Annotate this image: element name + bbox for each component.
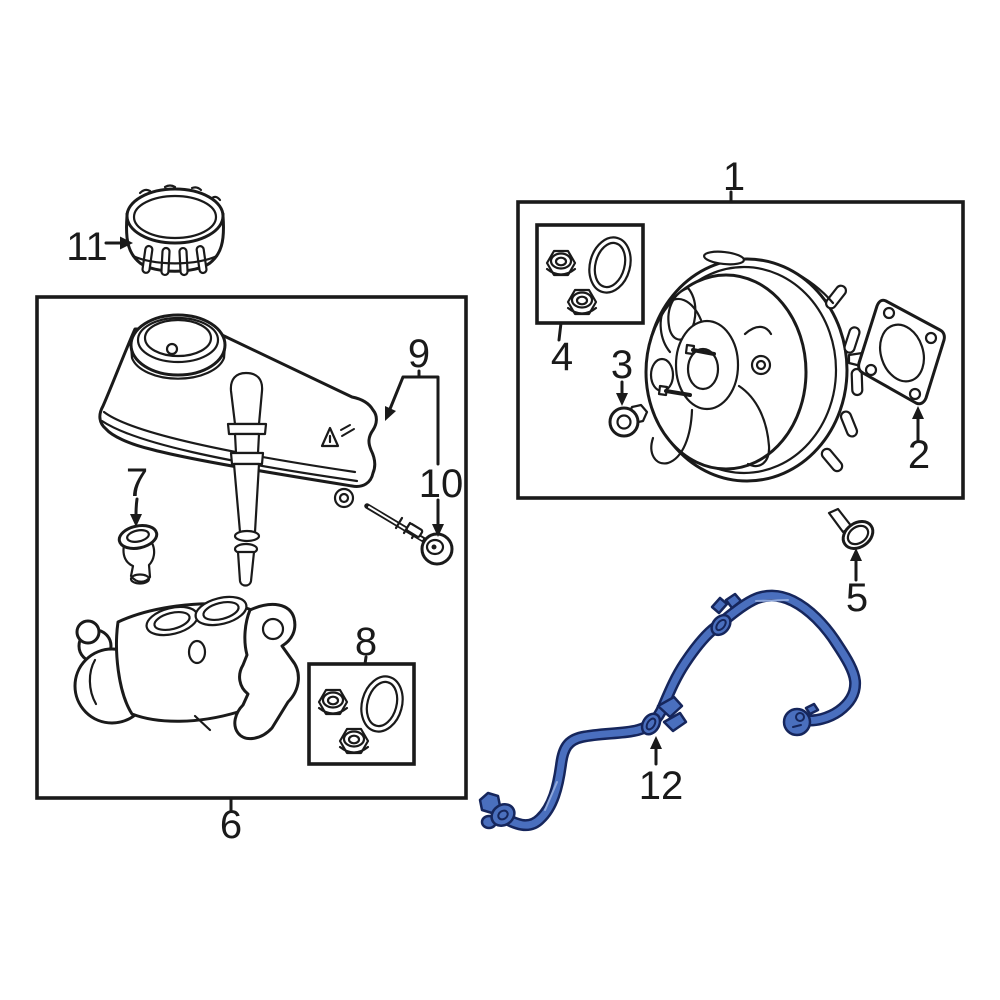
fluid-reservoir-drawing xyxy=(98,313,378,509)
callout-8-label: 8 xyxy=(355,620,377,664)
reservoir-supply-tube-drawing xyxy=(232,462,261,587)
callout-2-arrow xyxy=(912,406,924,442)
callout-3-arrow xyxy=(616,380,628,406)
vacuum-hose-drawing xyxy=(478,589,862,832)
callout-7-arrow xyxy=(130,497,142,527)
callout-3-label: 3 xyxy=(611,343,633,387)
callout-5-label: 5 xyxy=(846,576,868,620)
callout-9-label: 9 xyxy=(408,332,430,376)
callout-7-label: 7 xyxy=(126,461,148,505)
hose-upper-clamp xyxy=(710,592,743,637)
mounting-kit-drawing-4 xyxy=(545,231,638,316)
callout-12-arrow xyxy=(650,736,662,766)
callout-1-label: 1 xyxy=(723,155,745,199)
booster-group-box xyxy=(516,200,965,500)
hose-grommet xyxy=(782,702,820,737)
callout-6-label: 6 xyxy=(220,803,242,847)
booster-gasket-drawing xyxy=(857,298,946,406)
mounting-kit-box-4 xyxy=(535,223,645,325)
callout-5-arrow xyxy=(850,548,862,582)
callout-2-label: 2 xyxy=(908,433,930,477)
master-cylinder-drawing xyxy=(73,595,300,741)
hose-middle-clamp xyxy=(640,695,688,736)
callout-11-label: 11 xyxy=(66,225,108,269)
master-cylinder-group-box xyxy=(35,295,468,800)
fluid-level-sensor-drawing xyxy=(117,524,159,585)
booster-bolt-drawing xyxy=(827,507,875,550)
retaining-rod-drawing xyxy=(364,503,454,566)
warning-marker xyxy=(320,424,355,448)
callout-9-bracket xyxy=(385,369,440,466)
reservoir-cap-drawing xyxy=(125,184,225,277)
callout-12-label: 12 xyxy=(639,764,684,808)
callout-10-arrow xyxy=(432,498,444,537)
booster-drawing xyxy=(644,250,875,483)
callout-10-label: 10 xyxy=(419,462,464,506)
mounting-kit-box-8 xyxy=(307,662,416,766)
mounting-kit-drawing-8 xyxy=(317,670,410,755)
callout-8-tick xyxy=(363,655,368,666)
callout-11-arrow xyxy=(104,236,133,250)
callout-4-tick xyxy=(557,321,563,342)
callout-4-label: 4 xyxy=(551,335,573,379)
booster-nut-drawing xyxy=(608,403,649,438)
